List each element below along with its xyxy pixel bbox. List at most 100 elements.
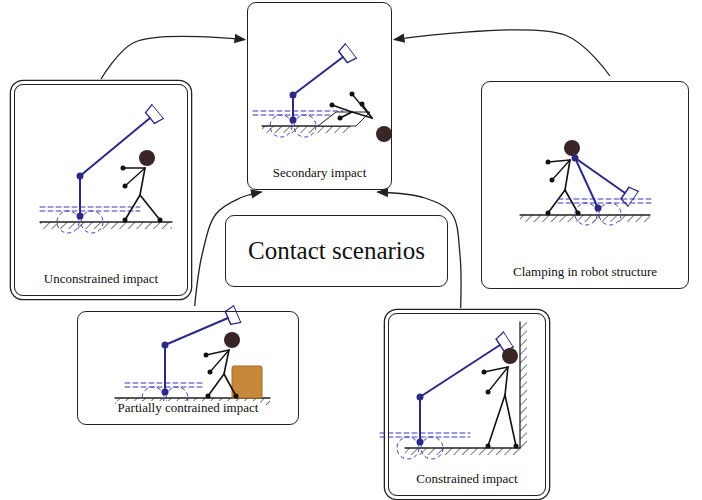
dot <box>330 103 335 108</box>
stroke <box>520 214 650 215</box>
dot <box>546 160 551 165</box>
dot <box>576 211 581 216</box>
stroke <box>332 105 352 112</box>
dot <box>486 444 491 449</box>
dot <box>158 218 163 223</box>
dot <box>572 155 579 162</box>
scenario-box: Unconstrained impact <box>14 84 188 296</box>
dot <box>204 353 209 358</box>
fallen-board <box>318 112 370 126</box>
wall-hatch <box>520 322 527 448</box>
wheel <box>57 211 79 233</box>
scenario-box: Partially contrained impact <box>77 311 299 425</box>
dot <box>77 213 84 220</box>
stroke <box>362 104 372 118</box>
stroke <box>146 105 152 113</box>
connector-arrow <box>101 36 245 79</box>
stroke <box>505 395 516 446</box>
stroke <box>140 195 160 220</box>
dot <box>502 348 518 364</box>
stroke <box>346 44 357 58</box>
stroke <box>621 187 629 198</box>
stroke <box>629 187 638 191</box>
floor-hatch <box>262 126 350 133</box>
stroke <box>125 168 145 186</box>
caption-text: Secondary impact <box>271 166 369 181</box>
dot <box>546 211 551 216</box>
dot <box>564 140 580 156</box>
stroke <box>146 113 155 124</box>
caption-text: Unconstrained impact <box>42 272 160 287</box>
stroke <box>224 374 236 396</box>
stroke <box>210 350 229 372</box>
stroke <box>552 160 570 180</box>
dot <box>350 92 355 97</box>
stroke <box>152 105 163 119</box>
caption-text: Clamping in robot structure <box>511 265 659 280</box>
scenario-box: Constrained impact <box>388 313 546 496</box>
dot <box>482 370 487 375</box>
wheel <box>575 203 597 225</box>
dot <box>77 173 84 180</box>
connector-arrow <box>394 30 610 76</box>
stroke <box>503 332 513 347</box>
dot <box>417 439 424 446</box>
scenario-box: Clamping in robot structure <box>481 81 689 289</box>
dot <box>550 178 555 183</box>
stroke <box>40 221 172 222</box>
stroke <box>208 374 224 396</box>
stroke <box>575 158 625 208</box>
stroke <box>496 332 503 339</box>
dot <box>123 184 128 189</box>
stroke <box>628 191 638 206</box>
stroke <box>621 199 628 206</box>
stroke <box>339 51 347 62</box>
stroke <box>80 118 150 216</box>
dot <box>290 92 297 99</box>
wheel <box>397 437 419 459</box>
dot <box>123 218 128 223</box>
dot <box>376 126 392 142</box>
caption-text: Constrained impact <box>414 472 519 487</box>
stroke <box>123 167 145 168</box>
stroke <box>234 306 241 323</box>
stroke <box>253 115 343 116</box>
dot <box>360 102 365 107</box>
stroke <box>558 199 653 200</box>
dot <box>234 394 239 399</box>
wheel <box>270 115 292 137</box>
wheel <box>81 211 103 233</box>
caption-text: Partially contrained impact <box>116 401 261 416</box>
dot <box>139 150 155 166</box>
stroke <box>253 111 343 112</box>
dot <box>290 117 297 124</box>
wheel <box>421 437 443 459</box>
dot <box>208 370 213 375</box>
stroke <box>488 395 505 446</box>
dot <box>162 389 169 396</box>
stroke <box>496 339 504 351</box>
obstacle-box <box>232 366 262 398</box>
stroke <box>154 119 163 124</box>
floor-hatch <box>40 222 172 229</box>
stroke <box>293 57 343 120</box>
stroke <box>125 195 140 220</box>
dot <box>595 205 602 212</box>
stroke <box>352 94 372 118</box>
stroke <box>231 322 241 324</box>
stroke <box>519 322 520 448</box>
dot <box>338 116 343 121</box>
dot <box>417 394 424 401</box>
dot <box>486 390 491 395</box>
stroke <box>347 58 356 62</box>
stroke <box>548 160 570 162</box>
stroke <box>558 203 653 204</box>
stroke <box>380 437 470 438</box>
dot <box>206 394 211 399</box>
dot <box>514 444 519 449</box>
stroke <box>405 447 520 448</box>
stroke <box>420 345 500 442</box>
stroke <box>339 44 346 52</box>
title-box: Contact scenarios <box>225 215 448 287</box>
wheel <box>599 203 621 225</box>
